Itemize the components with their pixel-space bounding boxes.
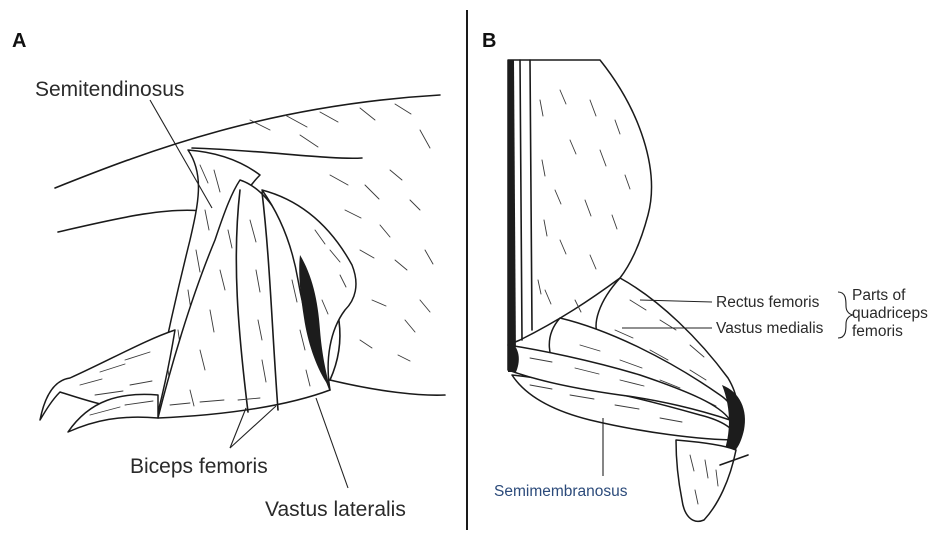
biceps-leader-2 — [230, 406, 276, 448]
calf-tendon — [68, 394, 158, 432]
label-femoris: femoris — [852, 323, 903, 340]
lower-leg-b — [676, 440, 736, 521]
biceps-leader-1 — [230, 408, 246, 448]
pelvic-shading — [508, 340, 519, 372]
label-rectus-femoris: Rectus femoris — [716, 294, 820, 311]
vastus-lateralis-leader — [316, 398, 348, 488]
label-vastus-medialis: Vastus medialis — [716, 320, 824, 337]
label-parts-of: Parts of — [852, 287, 906, 304]
panel-b: B — [482, 30, 928, 521]
thigh-lower-outline — [58, 210, 210, 232]
panel-b-letter: B — [482, 30, 496, 52]
label-biceps-femoris: Biceps femoris — [130, 455, 268, 478]
label-semimembranosus: Semimembranosus — [494, 483, 628, 500]
label-semitendinosus: Semitendinosus — [35, 78, 184, 101]
panel-a-letter: A — [12, 30, 26, 52]
body-lower-outline — [330, 380, 445, 395]
panel-a: A — [12, 30, 445, 521]
label-vastus-lateralis: Vastus lateralis — [265, 498, 406, 521]
label-quadriceps: quadriceps — [852, 305, 928, 322]
